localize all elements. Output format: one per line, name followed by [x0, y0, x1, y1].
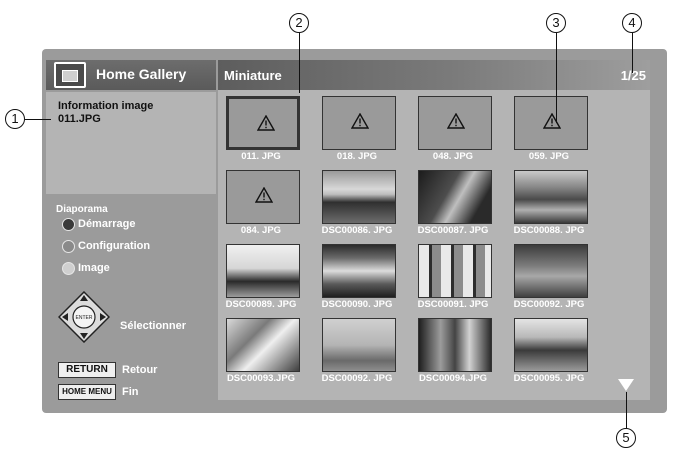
return-key[interactable]: RETURN	[58, 362, 116, 378]
thumbnail-caption: DSC00092. JPG	[513, 299, 585, 310]
thumbnail-item[interactable]: DSC00089. JPG	[218, 240, 304, 310]
thumbnail-view: Miniature 1/25 011. JPG 018. JPG 048. JPG 0…	[218, 60, 650, 400]
photo-thumbnail	[322, 244, 396, 298]
dpad-icon: ENTER	[58, 291, 110, 343]
callout-5: 5	[616, 428, 636, 448]
warning-icon	[351, 113, 369, 129]
thumbnail-caption: DSC00088. JPG	[513, 225, 585, 236]
warning-icon	[255, 187, 273, 203]
color-dot-icon	[62, 240, 75, 253]
photo-thumbnail	[418, 318, 492, 372]
thumbnail-item[interactable]: 018. JPG	[314, 92, 400, 162]
broken-image-thumbnail	[226, 170, 300, 224]
thumbnail-caption: DSC00089. JPG	[225, 299, 297, 310]
broken-image-thumbnail	[418, 96, 492, 150]
broken-image-thumbnail	[226, 96, 300, 150]
callout-1: 1	[5, 109, 25, 129]
photo-thumbnail	[226, 244, 300, 298]
callout-2: 2	[289, 13, 309, 33]
color-dot-icon	[62, 262, 75, 275]
callout-3: 3	[546, 13, 566, 33]
page-indicator: 1/25	[620, 68, 646, 83]
thumbnail-caption: DSC00087. JPG	[417, 225, 489, 236]
thumbnail-item[interactable]: DSC00088. JPG	[506, 166, 592, 236]
photo-thumbnail	[514, 170, 588, 224]
callout-4: 4	[622, 13, 642, 33]
view-header: Miniature 1/25	[218, 60, 650, 90]
thumbnail-item[interactable]: DSC00087. JPG	[410, 166, 496, 236]
callout-2-line	[299, 33, 300, 93]
image-info-panel: Information image 011.JPG	[46, 92, 216, 194]
thumbnail-item[interactable]: 084. JPG	[218, 166, 304, 236]
homemenu-key[interactable]: HOME MENU	[58, 384, 116, 400]
thumbnail-item[interactable]: DSC00094.JPG	[410, 314, 496, 384]
enter-key-label: ENTER	[76, 315, 93, 321]
thumbnail-item[interactable]: DSC00086. JPG	[314, 166, 400, 236]
warning-icon	[257, 115, 275, 131]
thumbnail-item[interactable]: DSC00093.JPG	[218, 314, 304, 384]
broken-image-thumbnail	[322, 96, 396, 150]
thumbnail-caption: 011. JPG	[241, 151, 281, 162]
thumbnail-caption: DSC00095. JPG	[513, 373, 585, 384]
control-panel: Diaporama Démarrage Configuration Image …	[56, 204, 187, 400]
view-title: Miniature	[224, 68, 282, 83]
warning-icon	[543, 113, 561, 129]
info-filename: 011.JPG	[58, 113, 101, 125]
photo-thumbnail	[514, 318, 588, 372]
broken-image-thumbnail	[514, 96, 588, 150]
photo-thumbnail	[322, 170, 396, 224]
thumbnail-caption: DSC00094.JPG	[418, 373, 488, 384]
homemenu-label: Fin	[122, 386, 139, 398]
color-dot-icon	[62, 218, 75, 231]
thumbnail-item[interactable]: 059. JPG	[506, 92, 592, 162]
thumbnail-caption: 018. JPG	[336, 151, 378, 162]
app-title: Home Gallery	[96, 66, 187, 82]
info-label: Information image	[58, 100, 154, 112]
app-header: Home Gallery	[46, 60, 216, 90]
scroll-down-arrow-icon[interactable]	[617, 378, 635, 392]
thumbnail-caption: DSC00092. JPG	[321, 373, 393, 384]
thumbnail-item[interactable]: DSC00091. JPG	[410, 240, 496, 310]
photo-thumbnail	[226, 318, 300, 372]
select-label: Sélectionner	[120, 320, 187, 332]
thumbnail-caption: DSC00090. JPG	[321, 299, 393, 310]
thumbnail-item[interactable]: DSC00092. JPG	[506, 240, 592, 310]
callout-1-line	[25, 119, 51, 120]
warning-icon	[447, 113, 465, 129]
photo-thumbnail	[514, 244, 588, 298]
slideshow-title: Diaporama	[56, 204, 108, 215]
photo-thumbnail	[322, 318, 396, 372]
thumbnail-item[interactable]: 048. JPG	[410, 92, 496, 162]
thumbnail-item[interactable]: DSC00095. JPG	[506, 314, 592, 384]
thumbnail-caption: 048. JPG	[432, 151, 474, 162]
thumbnail-caption: 084. JPG	[240, 225, 282, 236]
thumbnail-caption: DSC00086. JPG	[321, 225, 393, 236]
thumbnail-item[interactable]: DSC00092. JPG	[314, 314, 400, 384]
gallery-icon	[54, 62, 86, 88]
thumbnail-caption: DSC00091. JPG	[417, 299, 489, 310]
thumbnail-item[interactable]: DSC00090. JPG	[314, 240, 400, 310]
callout-3-line	[556, 33, 557, 123]
thumbnail-item[interactable]: 011. JPG	[218, 92, 304, 162]
callout-4-line	[632, 33, 633, 73]
thumbnail-caption: DSC00093.JPG	[226, 373, 296, 384]
photo-thumbnail	[418, 244, 492, 298]
thumbnail-caption: 059. JPG	[528, 151, 570, 162]
callout-5-line	[626, 392, 627, 428]
return-label: Retour	[122, 364, 158, 376]
photo-thumbnail	[418, 170, 492, 224]
